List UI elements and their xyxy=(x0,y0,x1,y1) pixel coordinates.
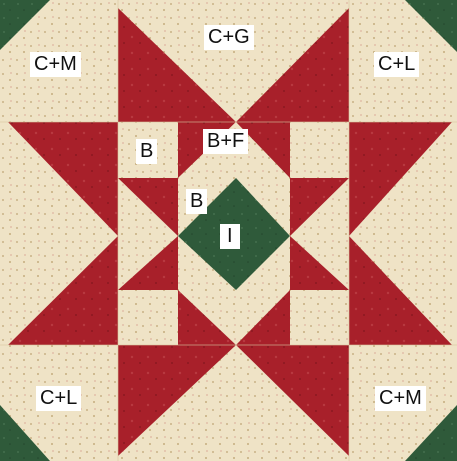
label-top-right: C+L xyxy=(374,52,419,77)
label-center-b: B xyxy=(186,189,207,214)
label-center-i: I xyxy=(220,224,240,249)
label-inner-b-left: B xyxy=(136,139,157,164)
label-top-left: C+M xyxy=(30,52,81,77)
label-top-center: C+G xyxy=(204,25,254,50)
label-bottom-right: C+M xyxy=(375,386,426,411)
label-bottom-left: C+L xyxy=(36,386,81,411)
label-inner-bf: B+F xyxy=(203,129,248,154)
